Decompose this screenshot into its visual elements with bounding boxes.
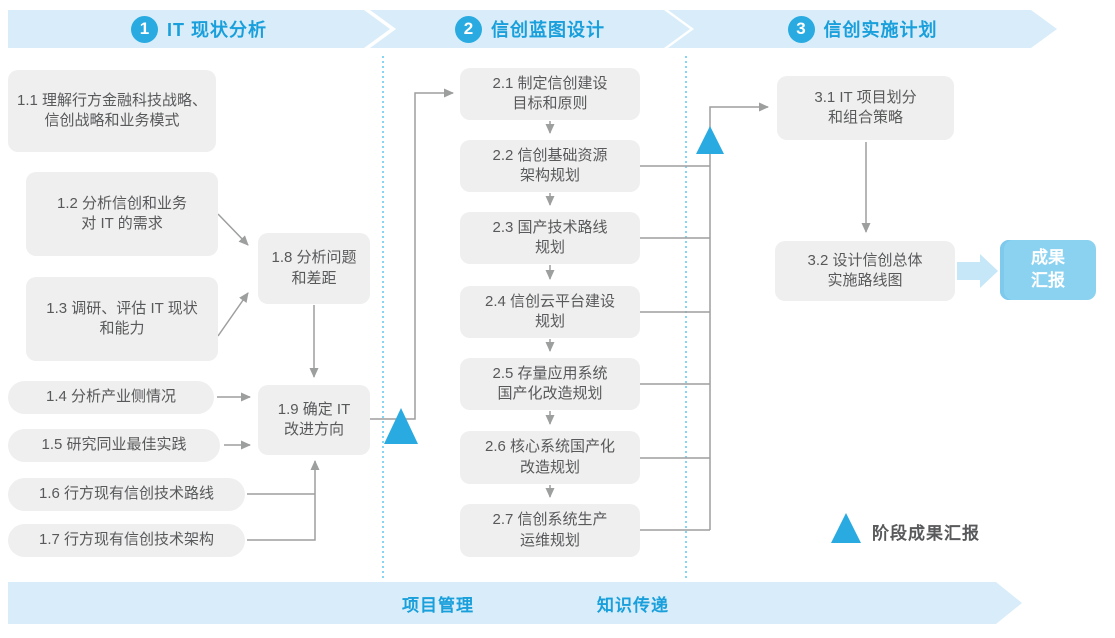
step-1-7: 1.7 行方现有信创技术架构 — [8, 524, 245, 557]
phase-title-2: 信创蓝图设计 — [491, 20, 605, 40]
legend-triangle-icon — [831, 513, 861, 543]
step-2-1: 2.1 制定信创建设 目标和原则 — [460, 68, 640, 120]
step-2-7: 2.7 信创系统生产 运维规划 — [460, 504, 640, 557]
phase-title-1: IT 现状分析 — [167, 20, 267, 40]
step-2-2: 2.2 信创基础资源 架构规划 — [460, 140, 640, 192]
phase-number-2: 2 — [455, 16, 482, 43]
step-2-3: 2.3 国产技术路线 规划 — [460, 212, 640, 264]
legend-label: 阶段成果汇报 — [872, 524, 980, 543]
connector-collector-to-3-1 — [709, 102, 769, 530]
result-arrow-icon — [957, 254, 998, 288]
step-2-4: 2.4 信创云平台建设 规划 — [460, 286, 640, 338]
phase-number-3: 3 — [788, 16, 815, 43]
connector-1-9-to-2-1 — [370, 88, 454, 420]
milestone-triangle-phase2-icon — [696, 126, 724, 154]
phase-banner-3: 3 信创实施计划 — [668, 10, 1057, 48]
step-1-8: 1.8 分析问题 和差距 — [258, 233, 370, 304]
step-1-5: 1.5 研究同业最佳实践 — [8, 429, 220, 462]
step-1-3: 1.3 调研、评估 IT 现状 和能力 — [26, 277, 218, 361]
milestone-triangle-phase1-icon — [384, 408, 418, 444]
connector-1-3-to-1-8 — [217, 292, 249, 337]
step-1-6: 1.6 行方现有信创技术路线 — [8, 478, 245, 511]
step-2-6: 2.6 核心系统国产化 改造规划 — [460, 431, 640, 484]
step-1-9: 1.9 确定 IT 改进方向 — [258, 385, 370, 455]
phase-title-3: 信创实施计划 — [823, 20, 938, 40]
bottom-band: 项目管理 知识传递 — [8, 582, 1022, 624]
step-1-4: 1.4 分析产业侧情况 — [8, 381, 214, 414]
step-1-1: 1.1 理解行方金融科技战略、 信创战略和业务模式 — [8, 70, 216, 152]
connector-1-7-to-1-9 — [247, 460, 320, 541]
phase-banner-2: 2 信创蓝图设计 — [370, 10, 690, 48]
phase-number-1: 1 — [131, 16, 158, 43]
step-1-2: 1.2 分析信创和业务 对 IT 的需求 — [26, 172, 218, 256]
step-3-2: 3.2 设计信创总体 实施路线图 — [775, 241, 955, 301]
result-report-box: 成果 汇报 — [1000, 240, 1096, 300]
connector-1-2-to-1-8 — [217, 213, 249, 246]
phase-banner-1: 1 IT 现状分析 — [8, 10, 390, 48]
band-label-project-management: 项目管理 — [402, 595, 474, 615]
step-3-1: 3.1 IT 项目划分 和组合策略 — [777, 76, 954, 140]
band-label-knowledge-transfer: 知识传递 — [597, 595, 669, 615]
step-2-5: 2.5 存量应用系统 国产化改造规划 — [460, 358, 640, 410]
